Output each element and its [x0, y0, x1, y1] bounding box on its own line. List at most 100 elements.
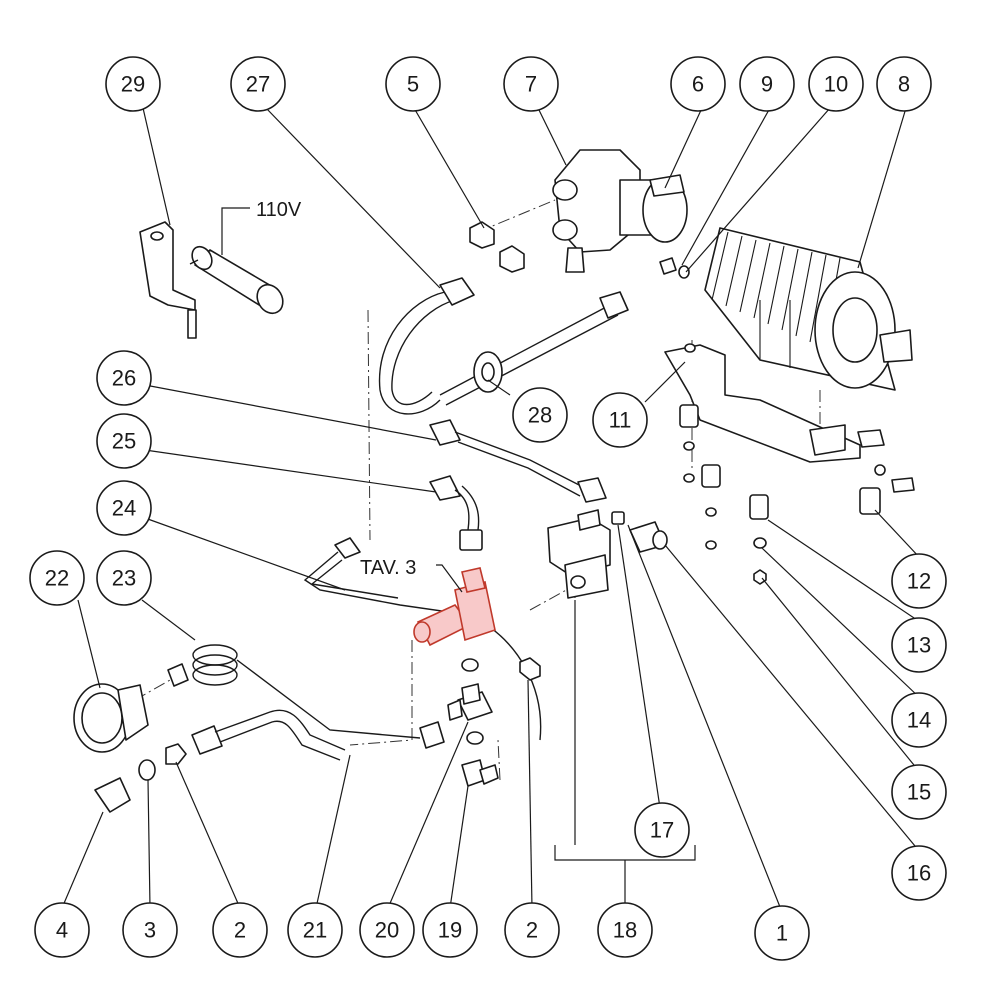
- callout-25-number: 25: [112, 429, 136, 454]
- part-14-washer: [753, 537, 767, 549]
- callout-1-number: 1: [776, 921, 788, 946]
- callout-18: 18: [597, 902, 653, 958]
- part-8-motor: [704, 227, 913, 391]
- callout-25: 25: [96, 413, 152, 469]
- callout-2-left-number: 2: [234, 918, 246, 943]
- callout-24: 24: [96, 480, 152, 536]
- callout-21-number: 21: [303, 918, 327, 943]
- callout-5: 5: [385, 56, 441, 112]
- part-19-elbow: [461, 759, 499, 787]
- callout-16: 16: [891, 845, 947, 901]
- callout-2-left: 2: [212, 902, 268, 958]
- callout-12: 12: [891, 553, 947, 609]
- callout-19: 19: [422, 902, 478, 958]
- callout-13: 13: [891, 617, 947, 673]
- callout-24-number: 24: [112, 496, 136, 521]
- callout-17-number: 17: [650, 818, 674, 843]
- part-16-elbow-fitting: [629, 521, 668, 553]
- callout-21: 21: [287, 902, 343, 958]
- callout-15: 15: [891, 764, 947, 820]
- callout-11-number: 11: [609, 408, 632, 433]
- part-18-solenoid-valve: [547, 509, 611, 599]
- part-28-washer: [473, 351, 503, 393]
- part-2-nut-left: [165, 743, 187, 765]
- part-3-washer: [138, 759, 156, 781]
- callout-13-number: 13: [907, 633, 931, 658]
- callout-19-number: 19: [438, 918, 462, 943]
- tav3-label: TAV. 3: [360, 557, 416, 579]
- part-12-foot: [859, 487, 881, 515]
- part-27-hose: [378, 277, 629, 415]
- callout-3: 3: [122, 902, 178, 958]
- voltage-label: 110V: [256, 199, 302, 221]
- callout-27-number: 27: [246, 72, 270, 97]
- callout-26-number: 26: [112, 366, 136, 391]
- part-20-cross-fitting: [447, 658, 493, 745]
- callout-6-number: 6: [692, 72, 704, 97]
- callout-14: 14: [891, 692, 947, 748]
- callout-1: 1: [754, 905, 810, 961]
- callout-14-number: 14: [907, 708, 931, 733]
- callout-26: 26: [96, 350, 152, 406]
- callout-2-right: 2: [504, 902, 560, 958]
- callout-15-number: 15: [907, 780, 931, 805]
- callout-4-number: 4: [56, 918, 68, 943]
- part-17-coil-nut: [611, 511, 625, 525]
- callout-7: 7: [503, 56, 559, 112]
- part-13-foot-left: [679, 404, 699, 483]
- callout-29-number: 29: [121, 72, 145, 97]
- callout-4: 4: [34, 902, 90, 958]
- part-10-washer: [678, 265, 690, 279]
- callout-7-number: 7: [525, 72, 537, 97]
- callout-10: 10: [808, 56, 864, 112]
- tav3-label-group: TAV. 3: [360, 557, 463, 593]
- part-4-fitting: [94, 777, 131, 813]
- part-26-pipe: [429, 419, 607, 503]
- leader-lines: [61, 107, 921, 913]
- callout-23: 23: [96, 550, 152, 606]
- callout-20-number: 20: [375, 918, 399, 943]
- part-11-bracket: [664, 343, 885, 463]
- part-18-bracket-lines: [554, 600, 696, 910]
- callout-17: 17: [634, 802, 690, 858]
- callout-12-number: 12: [907, 569, 931, 594]
- callout-29: 29: [105, 56, 161, 112]
- callout-5-number: 5: [407, 72, 419, 97]
- callout-28: 28: [512, 387, 568, 443]
- callout-28-number: 28: [528, 403, 552, 428]
- part-9-screw: [659, 257, 677, 275]
- part-25-pipe: [429, 475, 483, 551]
- part-22-gauge: [73, 683, 149, 753]
- callout-8-number: 8: [898, 72, 910, 97]
- part-12-screw: [874, 464, 915, 493]
- part-29-bracket: [139, 221, 197, 339]
- callout-9-number: 9: [761, 72, 773, 97]
- tav3-highlighted-fitting: [413, 567, 496, 647]
- callout-23-number: 23: [112, 566, 136, 591]
- callout-2-right-number: 2: [526, 918, 538, 943]
- part-23-coil: [167, 644, 445, 749]
- callout-11: 11: [592, 392, 648, 448]
- part-2-nut-right: [519, 657, 541, 681]
- part-24-pipe: [303, 537, 542, 741]
- callout-9: 9: [739, 56, 795, 112]
- callout-18-number: 18: [613, 918, 637, 943]
- part-29-cylinder: [189, 245, 284, 315]
- part-5-fittings: [469, 221, 525, 273]
- callout-3-number: 3: [144, 918, 156, 943]
- callout-10-number: 10: [824, 72, 848, 97]
- part-13-foot-right: [749, 494, 769, 520]
- callout-20: 20: [359, 902, 415, 958]
- part-13-foot-middle: [701, 464, 721, 550]
- callout-6: 6: [670, 56, 726, 112]
- part-15-nut: [753, 569, 767, 585]
- voltage-label-group: 110V: [221, 199, 302, 255]
- callout-8: 8: [876, 56, 932, 112]
- callout-22-number: 22: [45, 566, 69, 591]
- callout-16-number: 16: [907, 861, 931, 886]
- part-6-clamp: [642, 174, 688, 243]
- callout-27: 27: [230, 56, 286, 112]
- part-21-pipe: [191, 709, 346, 761]
- callout-22: 22: [29, 550, 85, 606]
